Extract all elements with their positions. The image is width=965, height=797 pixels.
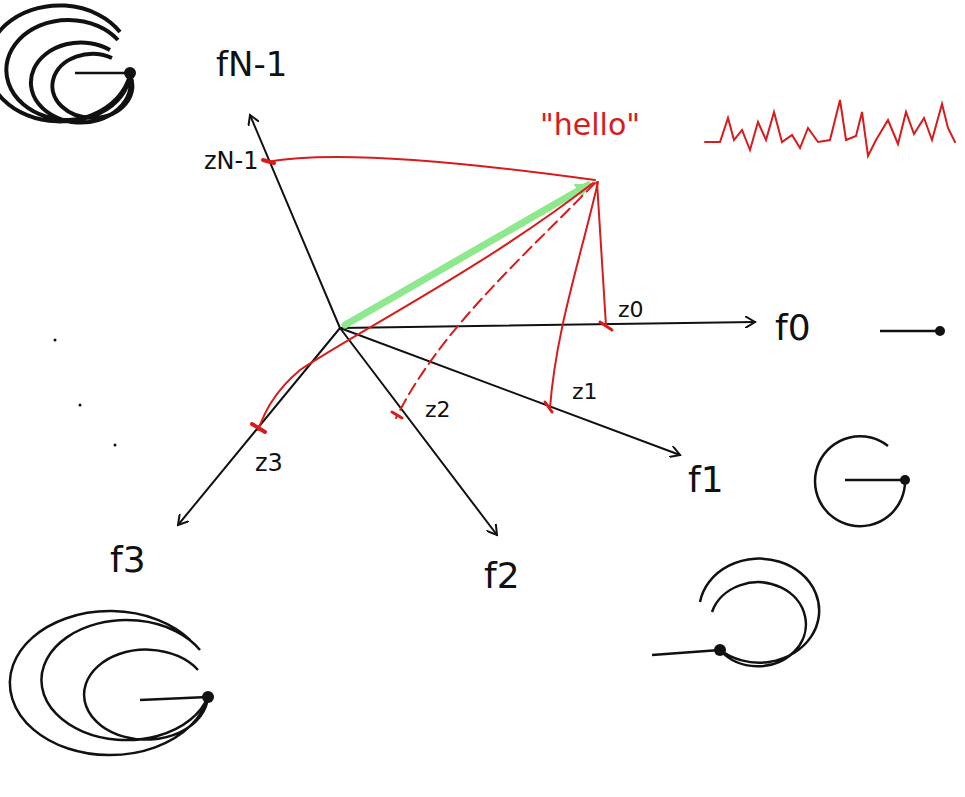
axis-label: zN-1: [204, 148, 258, 174]
axis-label: z0: [618, 298, 644, 322]
axis-label: f2: [484, 556, 520, 596]
axis-label: fN-1: [216, 46, 287, 83]
axis-label: z3: [255, 450, 283, 476]
axis-label: f1: [688, 460, 724, 500]
axis-label: z1: [572, 380, 598, 404]
signal-word: "hello": [540, 108, 640, 141]
axis-label: f3: [110, 540, 146, 580]
axis-label: f0: [775, 308, 811, 348]
axis-label: z2: [425, 398, 451, 422]
